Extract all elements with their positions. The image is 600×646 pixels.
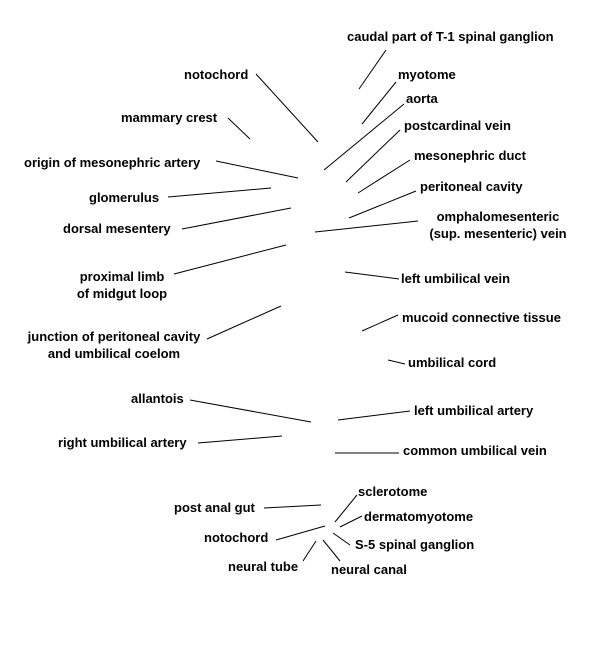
- label-junction-line2: and umbilical coelom: [47, 346, 181, 361]
- leader-notochord-top: [255, 73, 319, 143]
- label-sclerotome: sclerotome: [358, 484, 428, 499]
- label-mucoid-connective-tissue: mucoid connective tissue: [402, 310, 561, 325]
- label-mesonephric-duct: mesonephric duct: [414, 148, 526, 163]
- label-dorsal-mesentery: dorsal mesentery: [63, 221, 171, 236]
- leader-dermatomyotome: [339, 515, 363, 528]
- label-myotome: myotome: [398, 67, 456, 82]
- label-notochord-top: notochord: [184, 67, 249, 82]
- leader-dorsal-mesentery: [181, 207, 292, 230]
- label-s5-spinal-ganglion: S-5 spinal ganglion: [355, 537, 475, 552]
- leader-neural-canal: [322, 539, 341, 562]
- label-caudal-t1-spinal-ganglion: caudal part of T-1 spinal ganglion: [347, 29, 554, 44]
- label-left-umbilical-vein: left umbilical vein: [401, 271, 511, 286]
- leader-post-anal-gut: [263, 504, 322, 509]
- label-origin-mesonephric-artery: origin of mesonephric artery: [24, 155, 201, 170]
- label-glomerulus: glomerulus: [89, 190, 160, 205]
- leader-mesonephric-duct: [357, 159, 411, 194]
- label-notochord-bottom: notochord: [204, 530, 269, 545]
- leader-neural-tube: [302, 540, 317, 562]
- leader-omphalomesenteric: [314, 220, 419, 233]
- label-omphalomesenteric-line1: omphalomesenteric: [436, 209, 560, 224]
- label-proximal-line1: proximal limb: [79, 269, 165, 284]
- label-right-umbilical-artery: right umbilical artery: [58, 435, 187, 450]
- label-allantois: allantois: [131, 391, 184, 406]
- label-peritoneal-cavity: peritoneal cavity: [420, 179, 523, 194]
- leader-junction: [206, 305, 282, 340]
- leader-sclerotome: [334, 494, 358, 523]
- leader-left-umbilical-artery: [337, 410, 411, 421]
- label-omphalomesenteric-vein: omphalomesenteric (sup. mesenteric) vein: [418, 208, 578, 242]
- label-left-umbilical-artery: left umbilical artery: [414, 403, 534, 418]
- label-proximal-limb-midgut-loop: proximal limb of midgut loop: [62, 268, 182, 302]
- leader-mammary-crest: [227, 117, 251, 140]
- leader-glomerulus: [167, 187, 272, 198]
- label-neural-tube: neural tube: [228, 559, 299, 574]
- label-postcardinal-vein: postcardinal vein: [404, 118, 511, 133]
- label-mammary-crest: mammary crest: [121, 110, 218, 125]
- label-neural-canal: neural canal: [331, 562, 407, 577]
- label-common-umbilical-vein: common umbilical vein: [403, 443, 547, 458]
- leader-left-umbilical-vein: [344, 271, 400, 280]
- leader-s5-ganglion: [332, 532, 351, 546]
- leader-mucoid: [361, 314, 399, 332]
- label-proximal-line2: of midgut loop: [76, 286, 168, 301]
- leader-umbilical-cord: [387, 359, 406, 365]
- label-umbilical-cord: umbilical cord: [408, 355, 497, 370]
- leader-peritoneal-cavity: [348, 190, 417, 219]
- leader-caudal-t1: [358, 49, 387, 90]
- label-omphalomesenteric-line2: (sup. mesenteric) vein: [429, 226, 567, 241]
- leader-right-umbilical-artery: [197, 435, 283, 444]
- leader-origin-mesonephric-artery: [215, 160, 299, 179]
- leader-postcardinal-vein: [345, 129, 401, 183]
- label-post-anal-gut: post anal gut: [174, 500, 255, 515]
- leader-allantois: [189, 399, 312, 423]
- label-aorta: aorta: [406, 91, 438, 106]
- label-junction-peritoneal-umbilical: junction of peritoneal cavity and umbili…: [16, 328, 212, 362]
- label-junction-line1: junction of peritoneal cavity: [27, 329, 201, 344]
- label-dermatomyotome: dermatomyotome: [364, 509, 474, 524]
- leader-notochord-bottom: [275, 525, 326, 541]
- leader-proximal-limb: [173, 244, 287, 275]
- leader-aorta: [323, 103, 405, 171]
- leader-myotome: [361, 81, 397, 125]
